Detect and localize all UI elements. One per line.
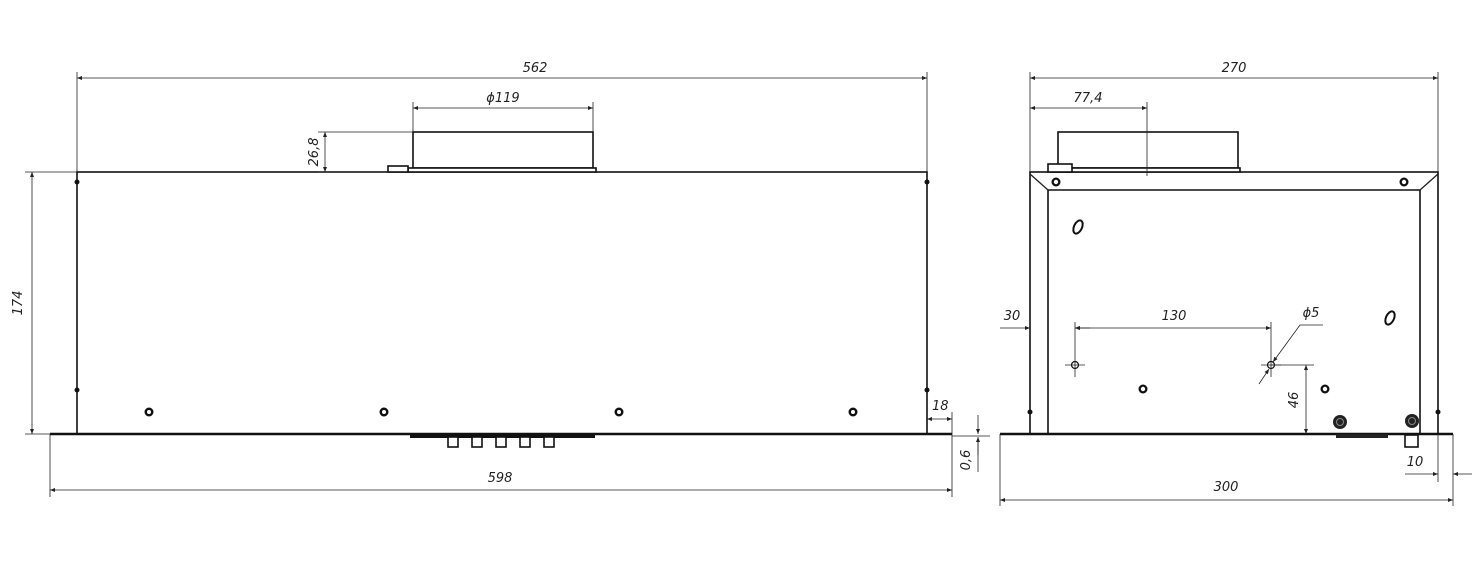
dim-panel-depth: 300 (1214, 480, 1239, 495)
dim-panel-overhang: 18 (932, 399, 949, 414)
dim-panel-thickness: 0,6 (959, 450, 974, 471)
dim-overall-width: 562 (523, 61, 548, 76)
hood-body-front (76, 171, 928, 435)
control-buttons (447, 436, 555, 448)
mounting-slot (1384, 310, 1396, 326)
duct-outlet-side (1057, 131, 1239, 169)
dim-hole-offset: 30 (1004, 309, 1021, 324)
duct-outlet-front (412, 131, 594, 169)
side-view: 270 77,4 30 130 ϕ5 46 300 10 (999, 61, 1472, 506)
mounting-slot (1072, 219, 1084, 235)
dim-height: 174 (11, 291, 26, 316)
screws-side (1051, 177, 1409, 394)
dim-duct-offset: 77,4 (1074, 91, 1103, 106)
connectors (1333, 414, 1419, 429)
dim-hole-spacing: 130 (1162, 309, 1187, 324)
dim-hole-height: 46 (1287, 392, 1302, 409)
screws-front (144, 407, 858, 417)
dim-duct-diameter: ϕ119 (486, 91, 519, 106)
dim-side-panel-overhang: 10 (1407, 455, 1424, 470)
dim-overall-depth: 270 (1222, 61, 1247, 76)
front-view: 562 ϕ119 26,8 174 598 18 0,6 (11, 61, 990, 497)
dim-panel-width: 598 (488, 471, 513, 486)
dim-hole-diameter: ϕ5 (1303, 306, 1320, 321)
dim-duct-height: 26,8 (307, 138, 322, 167)
